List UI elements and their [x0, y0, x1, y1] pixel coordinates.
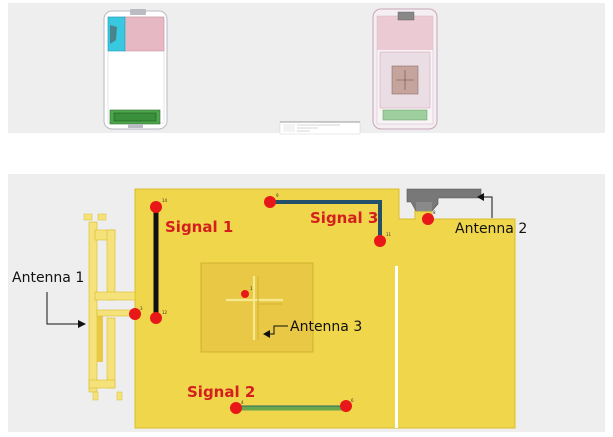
antenna2-label: Antenna 2 [455, 221, 527, 237]
antenna3-arrow [268, 325, 288, 335]
antenna2-arrow [483, 196, 493, 218]
port-number-1: 1 [250, 286, 253, 291]
port-4 [230, 402, 242, 414]
port-number-9: 9 [276, 193, 279, 198]
port-12 [150, 312, 162, 324]
antenna1-structure [83, 213, 136, 401]
signal3-label: Signal 3 [310, 209, 378, 227]
port-number-3: 3 [140, 306, 143, 311]
caption-block [279, 121, 361, 135]
port-8 [422, 213, 434, 225]
board-slot [395, 266, 398, 428]
signal2-label: Signal 2 [187, 383, 255, 401]
port-number-8: 8 [433, 210, 436, 215]
antenna1-arrow [46, 292, 78, 325]
antenna2-structure [406, 188, 482, 212]
port-1 [241, 290, 249, 298]
top-panel-background [8, 3, 605, 133]
phone-back-view [372, 8, 438, 130]
antenna3-structure [200, 262, 314, 353]
port-number-12: 12 [162, 310, 168, 315]
signal1-label: Signal 1 [165, 218, 233, 236]
port-number-11: 11 [386, 232, 392, 237]
port-14 [150, 201, 162, 213]
port-number-14: 14 [162, 198, 168, 203]
antenna3-label: Antenna 3 [290, 319, 362, 335]
phone-front-view [103, 9, 168, 130]
port-9 [264, 196, 276, 208]
port-number-6: 6 [351, 398, 354, 403]
port-number-4: 4 [241, 400, 244, 405]
port-6 [340, 400, 352, 412]
port-11 [374, 235, 386, 247]
antenna1-label: Antenna 1 [12, 270, 84, 286]
signal3-trace [270, 200, 382, 241]
port-3 [129, 308, 141, 320]
